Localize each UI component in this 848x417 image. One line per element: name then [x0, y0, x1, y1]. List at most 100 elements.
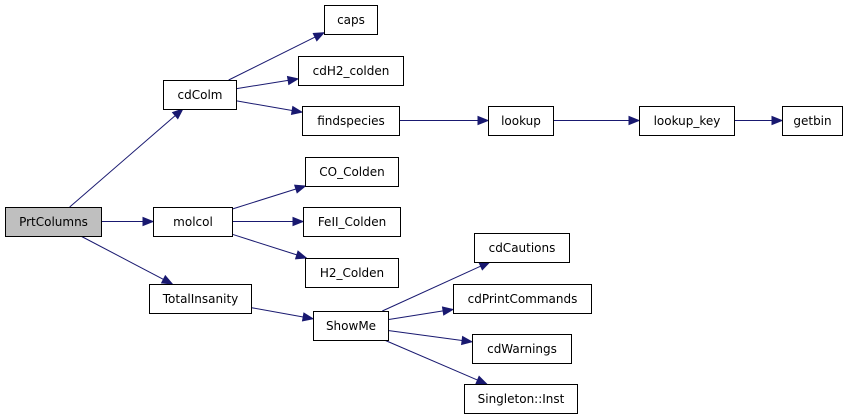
arrowhead-icon: [312, 32, 326, 42]
edge-line: [250, 307, 304, 318]
node-label: CO_Colden: [319, 165, 384, 179]
node-lookup[interactable]: lookup: [488, 106, 554, 136]
node-h2-colden[interactable]: H2_Colden: [305, 258, 399, 288]
edge-prtcolumns-to-molcol: [101, 216, 155, 227]
node-lookup-key[interactable]: lookup_key: [639, 106, 735, 136]
node-box[interactable]: [303, 207, 401, 237]
edge-showme-to-cdcautions: [382, 261, 491, 312]
arrowhead-icon: [292, 216, 305, 227]
node-box[interactable]: [474, 233, 570, 263]
edge-line: [382, 265, 481, 312]
edge-line: [69, 115, 176, 208]
node-label: cdPrintCommands: [468, 292, 578, 306]
arrowhead-icon: [441, 306, 455, 316]
node-co-colden[interactable]: CO_Colden: [305, 157, 399, 187]
node-label: lookup: [501, 114, 541, 128]
edge-molcol-to-h2-colden: [231, 233, 308, 260]
node-label: H2_Colden: [320, 266, 384, 280]
arrowhead-icon: [171, 108, 184, 120]
node-label: TotalInsanity: [162, 292, 239, 306]
node-box[interactable]: [464, 384, 578, 414]
edge-lookup-to-lookup-key: [553, 115, 641, 126]
node-box[interactable]: [298, 56, 404, 86]
node-box[interactable]: [149, 284, 252, 314]
node-label: cdWarnings: [487, 342, 557, 356]
node-box[interactable]: [782, 106, 843, 136]
node-molcol[interactable]: molcol: [153, 207, 233, 237]
node-label: Singleton::Inst: [478, 392, 565, 406]
node-label: caps: [337, 13, 365, 27]
node-label: molcol: [173, 215, 213, 229]
node-caps[interactable]: caps: [324, 5, 378, 35]
edge-line: [387, 310, 444, 321]
node-feii-colden[interactable]: FeII_Colden: [303, 207, 401, 237]
node-box[interactable]: [305, 258, 399, 288]
node-box[interactable]: [472, 334, 572, 364]
node-label: cdH2_colden: [313, 64, 390, 78]
edge-cdcolm-to-cdh2-colden: [235, 75, 300, 90]
node-cdcolm[interactable]: cdColm: [163, 80, 237, 110]
node-cdh2-colden[interactable]: cdH2_colden: [298, 56, 404, 86]
node-label: ShowMe: [326, 319, 376, 333]
edge-showme-to-cdwarnings: [387, 330, 474, 346]
arrowhead-icon: [294, 250, 308, 260]
edge-cdcolm-to-findspecies: [235, 100, 304, 116]
node-showme[interactable]: ShowMe: [313, 311, 389, 341]
edge-molcol-to-co-colden: [231, 184, 307, 210]
node-box[interactable]: [302, 106, 400, 136]
node-box[interactable]: [488, 106, 554, 136]
edge-line: [235, 100, 293, 111]
node-label: lookup_key: [654, 114, 721, 128]
arrowhead-icon: [294, 184, 307, 194]
arrowhead-icon: [142, 216, 155, 227]
arrowhead-icon: [290, 105, 304, 116]
edge-prtcolumns-to-totalinsanity: [80, 235, 174, 285]
node-label: getbin: [793, 114, 831, 128]
edge-showme-to-singleton-inst: [384, 339, 488, 385]
node-label: cdColm: [178, 88, 223, 102]
node-label: findspecies: [317, 114, 385, 128]
edge-layer: [69, 32, 784, 385]
edge-line: [228, 36, 316, 81]
arrowhead-icon: [301, 312, 315, 322]
arrowhead-icon: [478, 261, 491, 271]
edge-line: [387, 330, 463, 341]
node-label: FeII_Colden: [318, 215, 386, 229]
node-label: PrtColumns: [19, 215, 88, 229]
edge-cdcolm-to-caps: [228, 32, 326, 81]
node-totalinsanity[interactable]: TotalInsanity: [149, 284, 252, 314]
edge-line: [235, 79, 289, 90]
arrowhead-icon: [286, 75, 300, 86]
edge-line: [231, 188, 297, 210]
arrowhead-icon: [628, 115, 641, 126]
node-box[interactable]: [163, 80, 237, 110]
node-cdwarnings[interactable]: cdWarnings: [472, 334, 572, 364]
edge-line: [384, 339, 478, 381]
edge-showme-to-cdprintcommands: [387, 306, 455, 321]
node-cdprintcommands[interactable]: cdPrintCommands: [453, 284, 592, 314]
node-box[interactable]: [305, 157, 399, 187]
arrowhead-icon: [477, 115, 490, 126]
arrowhead-icon: [160, 274, 174, 285]
node-cdcautions[interactable]: cdCautions: [474, 233, 570, 263]
edge-totalinsanity-to-showme: [250, 307, 315, 322]
edge-line: [80, 235, 164, 280]
node-box[interactable]: [324, 5, 378, 35]
node-prtcolumns[interactable]: PrtColumns: [5, 207, 102, 237]
arrowhead-icon: [461, 335, 474, 346]
node-box[interactable]: [5, 207, 102, 237]
node-singleton-inst[interactable]: Singleton::Inst: [464, 384, 578, 414]
node-box[interactable]: [153, 207, 233, 237]
node-box[interactable]: [453, 284, 592, 314]
arrowhead-icon: [475, 375, 488, 385]
node-findspecies[interactable]: findspecies: [302, 106, 400, 136]
node-getbin[interactable]: getbin: [782, 106, 843, 136]
edge-findspecies-to-lookup: [399, 115, 490, 126]
arrowhead-icon: [771, 115, 784, 126]
node-box[interactable]: [639, 106, 735, 136]
node-box[interactable]: [313, 311, 389, 341]
edge-molcol-to-feii-colden: [232, 216, 305, 227]
edge-prtcolumns-to-cdcolm: [69, 108, 184, 208]
